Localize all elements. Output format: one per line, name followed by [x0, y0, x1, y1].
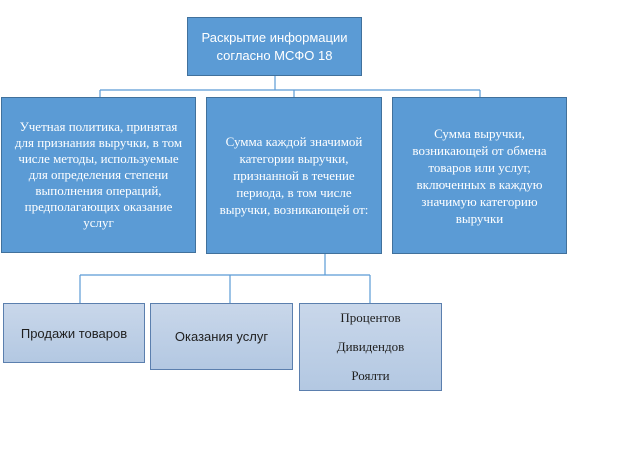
services-label: Оказания услуг: [174, 329, 269, 344]
goods-sales-label: Продажи товаров: [20, 325, 128, 341]
policy-box: Учетная политика, принятая для признания…: [1, 97, 196, 253]
exchange-amount-label: Сумма выручки, возникающей от обмена тов…: [412, 125, 547, 226]
category-amount-box: Сумма каждой значимой категории выручки,…: [206, 97, 382, 254]
other-income-box: Процентов Дивидендов Роялти: [299, 303, 442, 391]
other-income-item-dividends: Дивидендов: [336, 339, 405, 354]
services-box: Оказания услуг: [150, 303, 293, 370]
goods-sales-box: Продажи товаров: [3, 303, 145, 363]
root-box: Раскрытие информации согласно МСФО 18: [187, 17, 362, 76]
policy-label: Учетная политика, принятая для признания…: [14, 119, 183, 230]
root-title: Раскрытие информации согласно МСФО 18: [201, 29, 348, 63]
category-amount-label: Сумма каждой значимой категории выручки,…: [219, 134, 369, 217]
other-income-item-royalties: Роялти: [351, 368, 390, 383]
exchange-amount-box: Сумма выручки, возникающей от обмена тов…: [392, 97, 567, 254]
other-income-item-interest: Процентов: [340, 310, 401, 325]
